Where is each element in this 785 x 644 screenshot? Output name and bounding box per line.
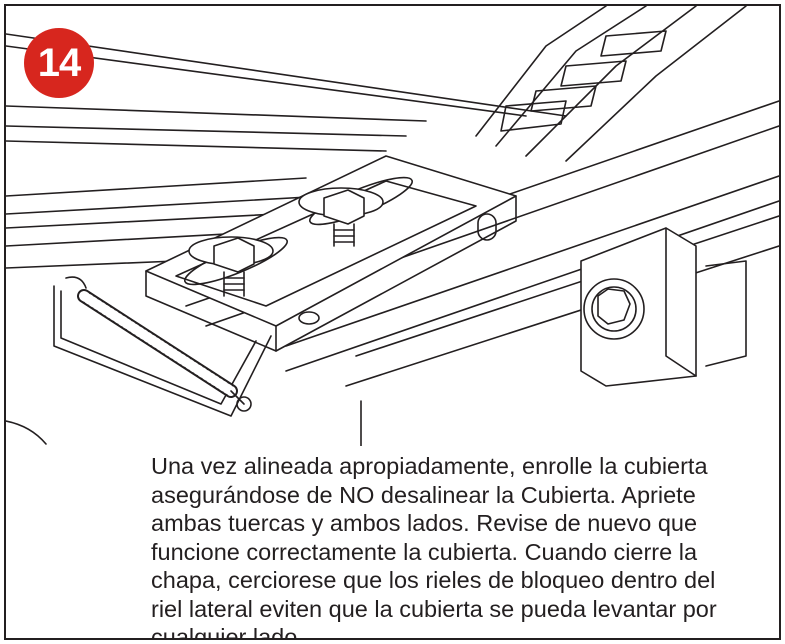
extension-spring	[65, 276, 252, 412]
hook-bracket	[53, 285, 272, 417]
rail-clamp	[580, 227, 747, 387]
pins	[298, 213, 497, 325]
cover-slats	[475, 6, 747, 162]
lower-arc	[6, 420, 47, 445]
instruction-panel: 14 Una vez alineada apropiadamente, enro…	[4, 4, 781, 640]
bolt-left	[188, 236, 274, 297]
instruction-caption: Una vez alineada apropiadamente, enrolle…	[151, 453, 717, 640]
step-number-badge: 14	[24, 28, 94, 98]
cover-rail-clamp-spring-illustration	[6, 6, 779, 446]
bolt-right	[298, 187, 384, 247]
